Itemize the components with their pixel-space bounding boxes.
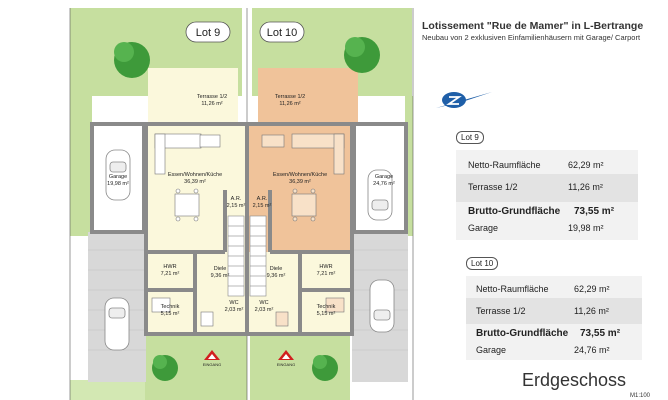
entrance-marker-icon	[278, 350, 294, 360]
room-area: 5,15 m²	[161, 311, 180, 317]
terrasse-label: Terrasse 1/2	[468, 182, 518, 192]
tree-icon	[312, 355, 338, 381]
lot-bubble-label: Lot 9	[196, 27, 220, 39]
floor-plan: Lot 9 Lot 10 Terrasse 1/2 11,26 m² Essen…	[69, 8, 414, 400]
netto-label: Netto-Raumfläche	[476, 284, 549, 294]
summary-card-lot9: Netto-Raumfläche 62,29 m² Terrasse 1/2 1…	[456, 150, 638, 240]
garage-value: 24,76 m²	[574, 345, 610, 355]
lawn-left-strip	[70, 96, 92, 236]
room-area: 9,36 m²	[267, 273, 286, 279]
room-area: 24,76 m²	[373, 181, 395, 187]
tree-icon	[114, 42, 150, 78]
car-icon	[104, 297, 130, 351]
room-area: 2,15 m²	[227, 203, 246, 209]
garage-label: Garage	[468, 223, 499, 233]
car-icon	[105, 149, 131, 201]
lawn-right-strip	[405, 96, 413, 236]
room-name: HWR	[319, 264, 332, 270]
netto-value: 62,29 m²	[568, 160, 604, 170]
entrance-marker-icon	[204, 350, 220, 360]
room-name: Terrasse 1/2	[197, 94, 227, 100]
brutto-label: Brutto-Grundfläche	[476, 328, 569, 339]
page-title: Lotissement "Rue de Mamer" in L-Bertrang…	[422, 20, 644, 32]
brutto-label: Brutto-Grundfläche	[468, 206, 561, 217]
entrance-label: EINGANG	[277, 362, 295, 367]
room-name: Diele	[214, 266, 227, 272]
room-area: 11,26 m²	[201, 101, 222, 107]
room-area: 2,15 m²	[253, 203, 272, 209]
room-area: 19,98 m²	[107, 181, 129, 187]
garage-value: 19,98 m²	[568, 223, 604, 233]
room-area: 5,15 m²	[317, 311, 336, 317]
lot-bubble-label: Lot 10	[267, 27, 298, 39]
brutto-value: 73,55 m²	[574, 206, 615, 217]
room-area: 2,03 m²	[255, 307, 274, 313]
room-area: 36,39 m²	[184, 179, 206, 185]
page-subtitle: Neubau von 2 exklusiven Einfamilienhäuse…	[422, 33, 641, 42]
room-area: 2,03 m²	[225, 307, 244, 313]
scale-label: M1:100	[630, 393, 651, 399]
lot-bubble-9: Lot 9	[185, 21, 231, 43]
room-name: A.R.	[231, 196, 242, 202]
room-name: HWR	[163, 264, 176, 270]
room-area: 9,36 m²	[211, 273, 230, 279]
room-name: Garage	[109, 174, 127, 180]
netto-value: 62,29 m²	[574, 284, 610, 294]
brutto-value: 73,55 m²	[580, 328, 621, 339]
summary-card-lot10: Netto-Raumfläche 62,29 m² Terrasse 1/2 1…	[466, 276, 642, 360]
room-name: Technik	[161, 304, 180, 310]
room-name: WC	[229, 300, 238, 306]
car-icon	[367, 169, 393, 221]
tree-icon	[344, 37, 380, 73]
room-area: 36,39 m²	[289, 179, 311, 185]
car-icon	[369, 279, 395, 333]
north-arrow-icon	[436, 92, 492, 108]
lawn-bottom-left	[70, 380, 145, 400]
room-name: Technik	[317, 304, 336, 310]
room-area: 7,21 m²	[161, 271, 180, 277]
garage-label: Garage	[476, 345, 507, 355]
room-name: Diele	[270, 266, 283, 272]
lot-bubble-10: Lot 10	[259, 21, 305, 43]
lot-tag-9: Lot 9	[456, 131, 484, 144]
terrace-lot9	[148, 68, 238, 123]
terrasse-label: Terrasse 1/2	[476, 306, 526, 316]
room-name: A.R.	[257, 196, 268, 202]
room-name: Essen/Wohnen/Küche	[273, 172, 327, 178]
terrasse-value: 11,26 m²	[568, 182, 603, 192]
netto-label: Netto-Raumfläche	[468, 160, 541, 170]
room-area: 7,21 m²	[317, 271, 336, 277]
terrasse-value: 11,26 m²	[574, 306, 609, 316]
lot-tag-10: Lot 10	[466, 257, 499, 270]
room-name: WC	[259, 300, 268, 306]
room-name: Essen/Wohnen/Küche	[168, 172, 222, 178]
room-area: 11,26 m²	[279, 101, 300, 107]
terrace-lot10	[258, 68, 358, 123]
floor-title: Erdgeschoss	[522, 370, 627, 390]
room-name: Terrasse 1/2	[275, 94, 305, 100]
tree-icon	[152, 355, 178, 381]
entrance-label: EINGANG	[203, 362, 221, 367]
room-name: Garage	[375, 174, 393, 180]
